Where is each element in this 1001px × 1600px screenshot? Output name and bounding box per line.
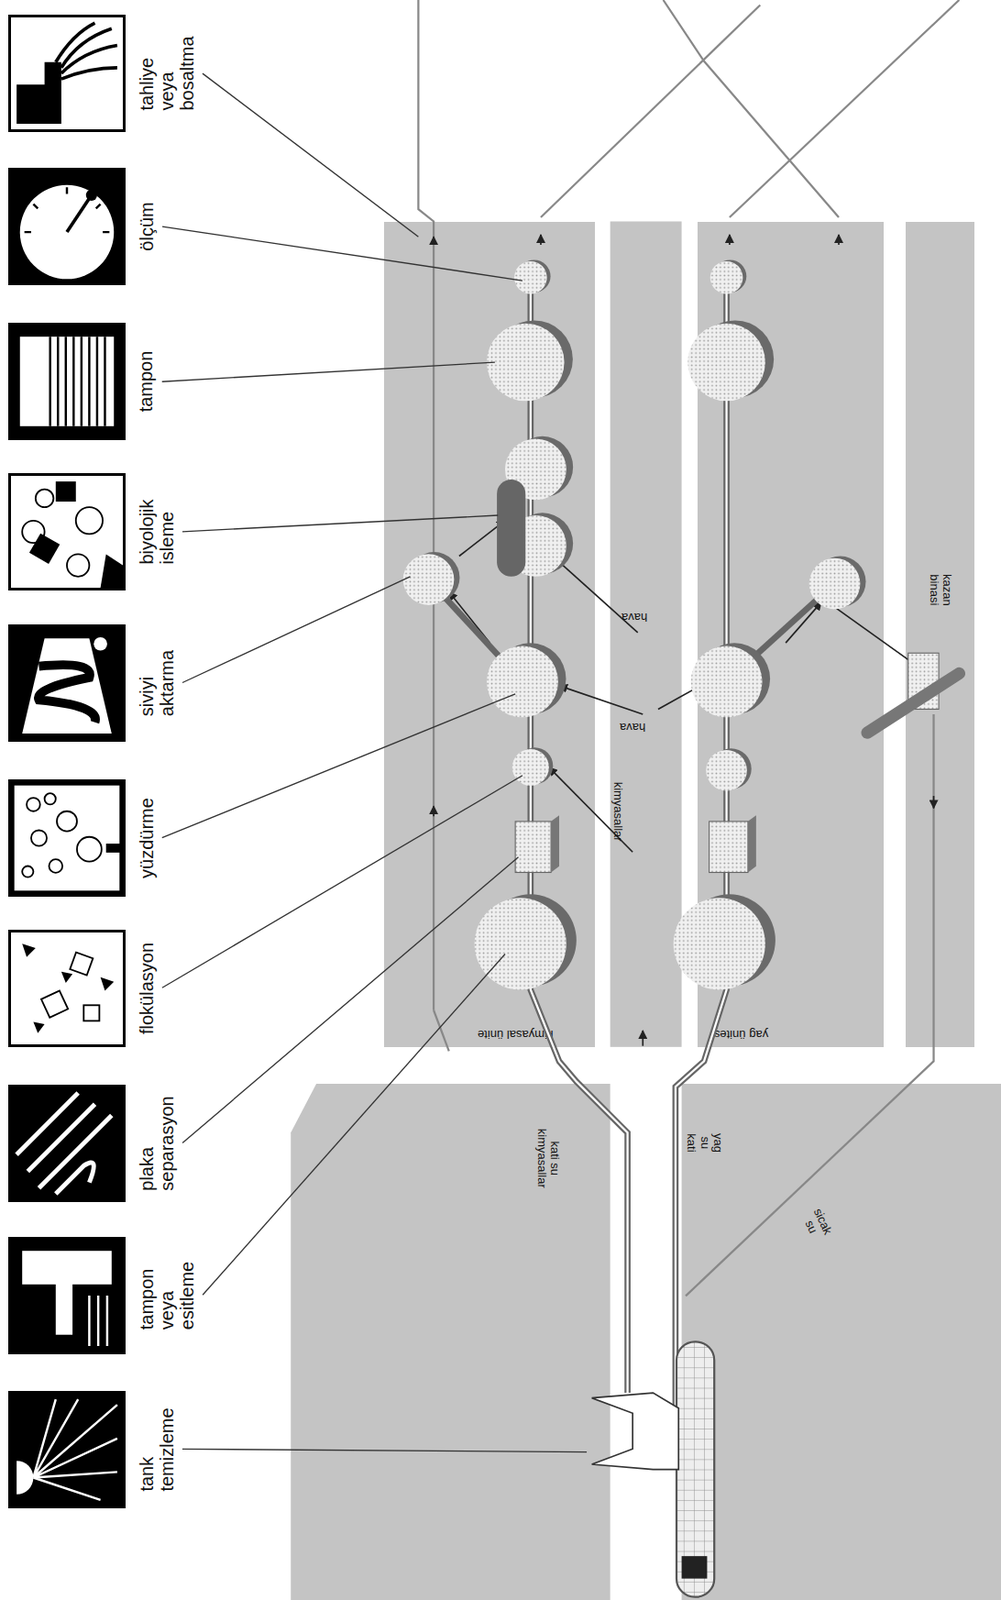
flow-label: kati su kimyasallar	[534, 1128, 561, 1188]
icon-pictogram	[11, 1087, 123, 1199]
leader-line	[182, 576, 410, 683]
legend-icon	[8, 929, 126, 1047]
unit-band: kimyasal ünite	[384, 221, 595, 1048]
category-label: yüzdürme	[136, 797, 157, 879]
unit-band: kazan binasi	[905, 221, 975, 1048]
icon-pictogram	[11, 325, 123, 438]
leader-line	[182, 857, 518, 1144]
icon-pictogram	[11, 1239, 123, 1352]
leader-line	[162, 226, 523, 281]
category-label: tampon	[136, 351, 157, 413]
category-label: plaka separasyon	[136, 1095, 177, 1190]
category-label: ölçüm	[136, 201, 157, 251]
unit-label: kazan binasi	[926, 573, 954, 606]
flow-label: kimyasallar	[610, 781, 624, 842]
category-label: flokülasyon	[136, 941, 157, 1034]
category-label: biyolojik isleme	[136, 498, 177, 564]
category-label: tank temizleme	[136, 1407, 177, 1491]
icon-pictogram	[11, 932, 123, 1045]
leader-line	[182, 1448, 587, 1452]
legend-icon	[8, 14, 126, 132]
leader-line	[162, 693, 516, 838]
legend-icon	[8, 779, 126, 897]
flow-label: yag su kati	[684, 1133, 725, 1153]
legend-icon	[8, 1084, 126, 1202]
icon-pictogram	[11, 781, 123, 894]
leader-line	[202, 954, 506, 1296]
legend-icon	[8, 473, 126, 591]
category-label: siviyi aktarma	[136, 649, 177, 716]
icon-pictogram	[11, 475, 123, 588]
unit-label: kimyasal ünite	[477, 1027, 553, 1041]
flow-label: hava	[621, 610, 648, 624]
icon-pictogram	[11, 170, 123, 283]
legend-icon	[8, 1236, 126, 1354]
icon-pictogram	[11, 1393, 123, 1506]
unit-band: yag ünitesi	[697, 221, 884, 1048]
leader-line	[202, 73, 418, 237]
legend-icon	[8, 322, 126, 440]
leader-line	[162, 362, 495, 382]
unit-label: yag ünitesi	[711, 1027, 769, 1041]
leader-line	[162, 775, 523, 988]
leader-line	[182, 515, 498, 532]
icon-pictogram	[11, 627, 123, 739]
flow-label: hava	[619, 720, 646, 734]
legend-icon	[8, 1390, 126, 1508]
icon-pictogram	[11, 17, 123, 130]
legend-icon	[8, 167, 126, 286]
legend-icon	[8, 624, 126, 742]
category-label: tampon veya esitleme	[136, 1260, 198, 1329]
category-label: tahliye veya bosaltma	[136, 36, 198, 111]
flow-label: sicak su	[798, 1206, 834, 1243]
